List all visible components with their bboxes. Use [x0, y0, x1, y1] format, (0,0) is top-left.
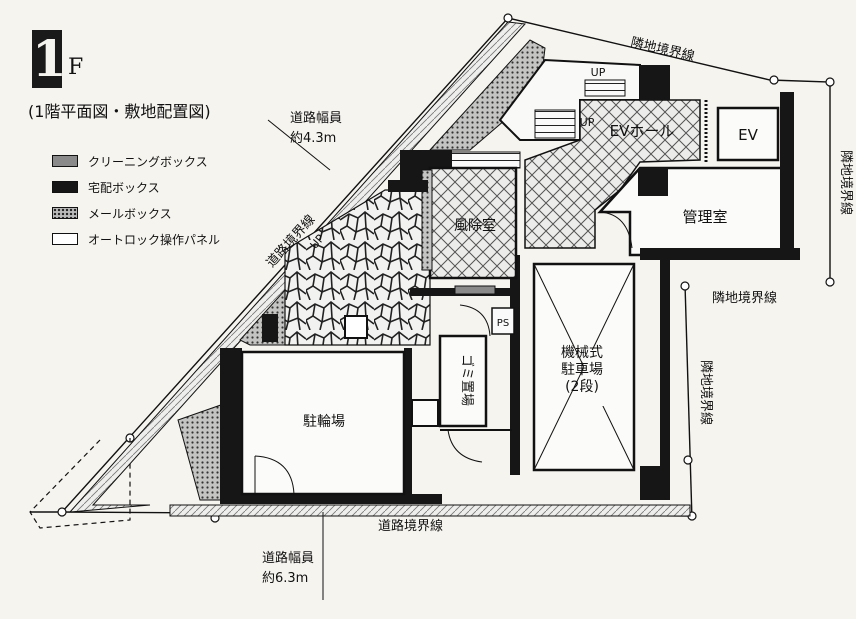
delivery-box-top	[388, 180, 428, 192]
stair-upper	[584, 79, 626, 97]
bicycle-parking	[240, 350, 406, 496]
road-width-top-title: 道路幅員	[290, 110, 342, 126]
bicycle-label: 駐輪場	[303, 413, 345, 430]
plan-subtitle: (1階平面図・敷地配置図)	[28, 102, 211, 121]
neighbor-boundary-lower: 隣地境界線	[698, 360, 714, 425]
road-width-top-value: 約4.3m	[290, 131, 336, 146]
windbreak-label: 風除室	[454, 217, 496, 234]
legend-item-delivery-box: 宅配ボックス	[52, 174, 220, 200]
legend-label: クリーニングボックス	[88, 154, 208, 169]
legend-label: 宅配ボックス	[88, 180, 160, 195]
ev-hall-label: EVホール	[610, 122, 675, 140]
neighbor-boundary-top: 隣地境界線	[629, 34, 696, 64]
floor-number: 1	[32, 29, 67, 88]
parking-label-2: 駐車場	[561, 361, 603, 378]
stair-left	[534, 109, 576, 139]
ev-room	[716, 106, 780, 162]
bottom-sidewalk	[169, 504, 691, 517]
road-width-bottom-title: 道路幅員	[262, 550, 314, 566]
legend: クリーニングボックス 宅配ボックス メールボックス オートロック操作パネル	[52, 148, 220, 252]
cleaning-box-swatch	[52, 155, 78, 167]
legend-item-autolock-panel: オートロック操作パネル	[52, 226, 220, 252]
management-label: 管理室	[682, 208, 727, 226]
mailbox-swatch	[52, 207, 78, 219]
ps-shaft	[491, 307, 515, 335]
ev-label: EV	[738, 126, 758, 144]
legend-item-mailbox: メールボックス	[52, 200, 220, 226]
autolock-panel-swatch	[52, 233, 78, 245]
neighbor-boundary-right: 隣地境界線	[838, 150, 854, 215]
floor-unit: F	[68, 55, 84, 80]
road-width-bottom-value: 約6.3m	[262, 571, 308, 586]
cleaning-box	[454, 285, 496, 295]
parking-label-3: (2段)	[565, 379, 599, 395]
corner-cut-dashed	[29, 438, 131, 529]
corner-markers	[57, 13, 835, 523]
legend-label: オートロック操作パネル	[88, 232, 221, 247]
delivery-box-swatch	[52, 181, 78, 193]
stair-entry	[449, 151, 521, 169]
delivery-box-lower	[262, 314, 278, 342]
windbreak-room	[428, 166, 518, 280]
mailbox-block	[421, 169, 433, 271]
up-label-1: UP	[591, 66, 606, 79]
neighbor-boundary-mid: 隣地境界線	[712, 290, 777, 306]
parking-inner	[584, 350, 620, 406]
road-boundary-bottom: 道路境界線	[378, 518, 443, 534]
ev-hall-floor	[524, 99, 701, 249]
up-label-2: UP	[580, 116, 595, 129]
floor-badge: 1 F	[32, 30, 83, 88]
ps-label: PS	[497, 318, 509, 329]
legend-label: メールボックス	[88, 206, 172, 221]
thick-walls	[220, 65, 800, 504]
garbage-label: ゴミ置場	[459, 354, 475, 406]
garbage-room	[438, 334, 488, 428]
autolock-panel	[344, 315, 368, 339]
parking-label-1: 機械式	[561, 345, 603, 361]
legend-item-cleaning-box: クリーニングボックス	[52, 148, 220, 174]
